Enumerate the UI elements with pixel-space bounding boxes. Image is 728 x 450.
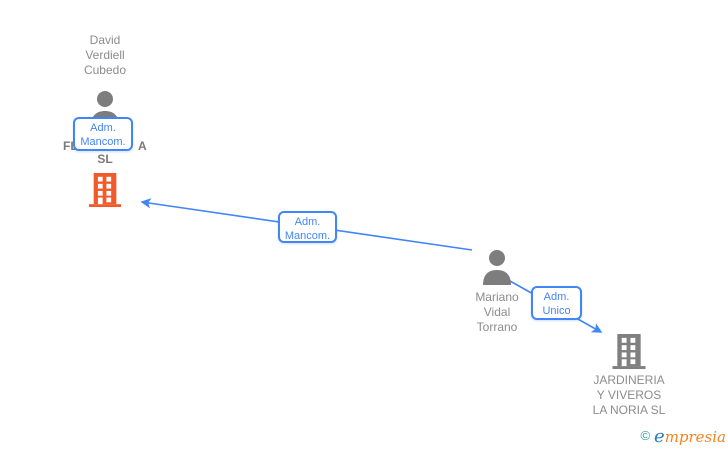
person-name-mariano[interactable]: Mariano Vidal Torrano <box>437 290 557 335</box>
brand-text: mpresia <box>664 428 726 446</box>
person-name-line: Mariano <box>475 290 519 304</box>
company-name-line: JARDINERIA <box>593 373 665 387</box>
edge-label-mariano-adm-mancom[interactable]: Adm. Mancom. <box>278 211 337 243</box>
person-icon-mariano[interactable] <box>480 249 514 285</box>
company-name-line: LA NORIA SL <box>592 403 666 417</box>
building-icon-focal-company[interactable] <box>88 173 122 207</box>
person-name-david[interactable]: David Verdiell Cubedo <box>45 33 165 78</box>
person-name-line: Verdiell <box>85 48 125 62</box>
edge-label-line: Adm. <box>543 291 570 303</box>
person-name-line: Cubedo <box>83 63 127 77</box>
person-name-line: Vidal <box>483 305 511 319</box>
person-name-line: David <box>89 33 121 47</box>
focal-company-name-fragment-right[interactable]: A <box>138 139 147 153</box>
edge-label-line: Mancom. <box>80 136 126 148</box>
building-icon-jardineria[interactable] <box>611 334 647 369</box>
edge-label-line: Adm. <box>90 122 116 134</box>
empresia-logo[interactable]: ©empresia <box>640 426 726 447</box>
focal-company-name-line2[interactable]: SL <box>97 152 113 166</box>
company-name-line: Y VIVEROS <box>596 388 662 402</box>
brand-letter-e: e <box>654 426 665 447</box>
company-name-jardineria[interactable]: JARDINERIA Y VIVEROS LA NORIA SL <box>569 373 689 418</box>
person-name-line: Torrano <box>476 320 518 334</box>
edge-label-line: Mancom. <box>284 230 331 242</box>
edge-label-david-adm-mancom[interactable]: Adm. Mancom. <box>73 117 133 151</box>
edge-label-line: Adm. <box>294 216 321 228</box>
edge-label-line: Unico <box>542 305 571 317</box>
copyright-icon: © <box>640 428 651 443</box>
edge-label-mariano-adm-unico[interactable]: Adm. Unico <box>531 286 582 320</box>
